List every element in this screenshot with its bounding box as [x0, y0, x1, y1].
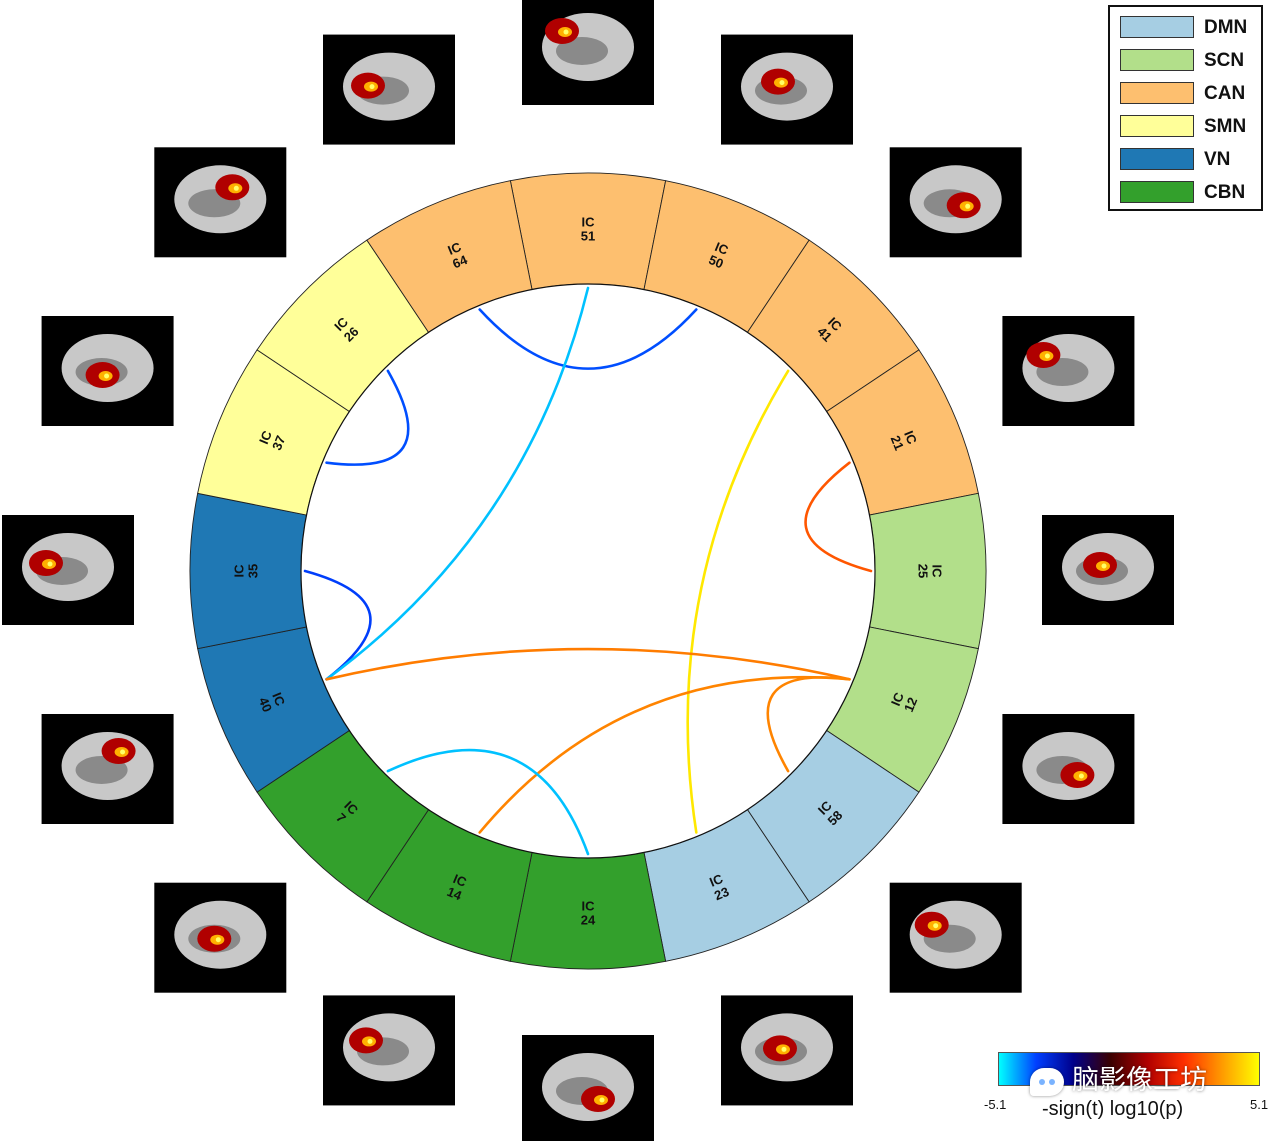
legend-item-dmn: DMN [1120, 16, 1260, 40]
connection-chord [325, 286, 590, 681]
legend-label: CBN [1204, 182, 1246, 203]
legend-item-smn: SMN [1120, 115, 1260, 139]
brain-thumbnail [1002, 713, 1135, 824]
segment-label: IC50 [707, 239, 732, 272]
segment-label: IC14 [445, 871, 470, 904]
segment-label: IC40 [256, 690, 289, 715]
connection-chord [386, 748, 590, 856]
segment-label: IC35 [231, 564, 260, 578]
connection-chord [804, 461, 873, 573]
legend-label: DMN [1204, 17, 1248, 38]
brain-thumbnail [154, 147, 287, 258]
brain-thumbnail [720, 34, 853, 145]
brain-thumbnail [41, 316, 174, 427]
legend-label: SCN [1204, 50, 1245, 71]
colorbar-axis-label: -sign(t) log10(p) [1042, 1098, 1184, 1120]
brain-thumbnails [2, 0, 1174, 1141]
legend-item-scn: SCN [1120, 49, 1260, 73]
brain-thumbnail [1042, 515, 1174, 625]
segment-label: IC37 [256, 428, 289, 453]
network-ring [189, 172, 987, 970]
connection-chord [766, 676, 851, 773]
watermark-text: 脑影像工坊 [1072, 1065, 1207, 1095]
legend-swatch [1120, 82, 1194, 104]
brain-thumbnail [2, 515, 134, 625]
legend-item-vn: VN [1120, 148, 1260, 172]
segment-label: IC21 [888, 428, 921, 453]
legend-item-cbn: CBN [1120, 181, 1260, 205]
connection-chord [478, 308, 698, 370]
legend-item-can: CAN [1120, 82, 1260, 106]
legend-swatch [1120, 115, 1194, 137]
connection-chord [325, 647, 851, 681]
legend-label: CAN [1204, 83, 1246, 104]
legend-label: VN [1204, 149, 1231, 170]
brain-thumbnail [41, 713, 174, 824]
segment-label: IC25 [915, 564, 944, 578]
brain-thumbnail [522, 0, 654, 105]
colorbar-max-label: 5.1 [1250, 1097, 1269, 1112]
segment-label: IC12 [888, 690, 921, 715]
inner-circle [300, 283, 876, 859]
connection-chord [686, 369, 790, 834]
watermark: 脑影像工坊 [1030, 1058, 1207, 1097]
legend-label: SMN [1204, 116, 1247, 137]
segment-label: IC64 [445, 238, 470, 271]
legend-swatch [1120, 181, 1194, 203]
brain-thumbnail [1002, 316, 1135, 427]
legend-swatch [1120, 16, 1194, 38]
connection-chord [303, 569, 372, 681]
network-legend: DMN SCN CAN SMN VN CBN [1108, 5, 1263, 211]
colorbar-min-label: -5.1 [984, 1097, 1007, 1112]
brain-thumbnail [323, 995, 456, 1106]
brain-thumbnail [154, 882, 287, 993]
brain-thumbnail [522, 1035, 654, 1141]
legend-swatch [1120, 49, 1194, 71]
brain-thumbnail [720, 995, 853, 1106]
connection-chords [303, 286, 873, 856]
wechat-icon [1030, 1067, 1064, 1096]
brain-thumbnail [889, 882, 1022, 993]
legend-swatch [1120, 148, 1194, 170]
brain-thumbnail [323, 34, 456, 145]
connection-chord [325, 369, 410, 466]
segment-label: IC23 [707, 871, 732, 904]
brain-thumbnail [889, 147, 1022, 258]
connection-chord [478, 675, 851, 834]
